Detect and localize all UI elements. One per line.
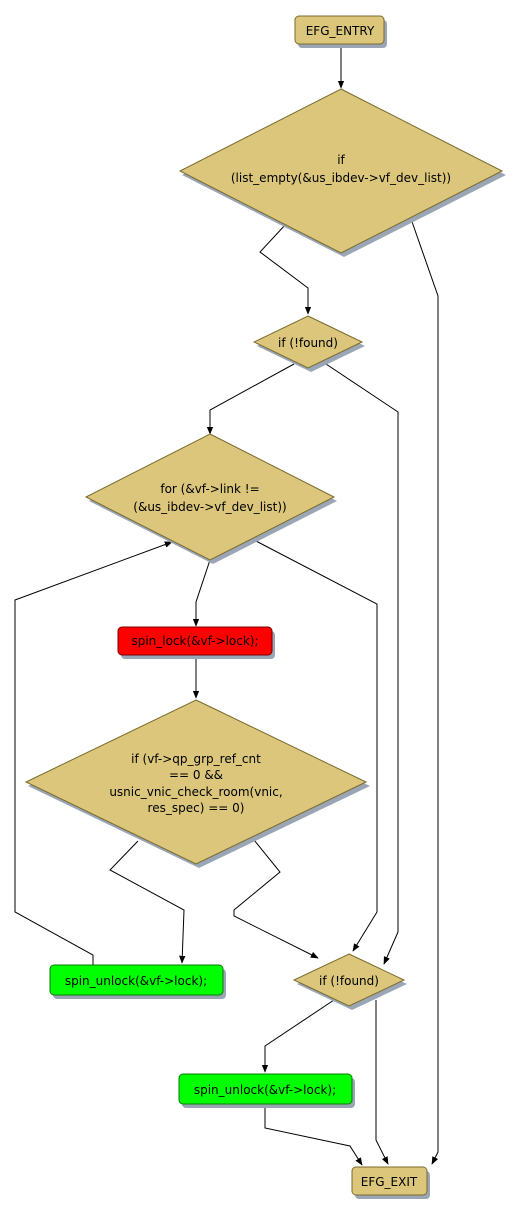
edge-for-to-spin-lock bbox=[192, 559, 211, 627]
ref-cnt-line-4: res_spec) == 0) bbox=[148, 801, 245, 815]
list-empty-line-2: (list_empty(&us_ibdev->vf_dev_list)) bbox=[231, 171, 451, 185]
entry-node: EFG_ENTRY bbox=[294, 15, 387, 48]
for-loop-line-1: for (&vf->link != bbox=[160, 482, 259, 496]
exit-label: EFG_EXIT bbox=[361, 1175, 418, 1189]
not-found-decision-2: if (!found) bbox=[292, 953, 407, 1010]
not-found-decision-1: if (!found) bbox=[252, 315, 365, 372]
spin-unlock-loop-node: spin_unlock(&vf->lock); bbox=[49, 964, 226, 999]
not-found-2-label: if (!found) bbox=[319, 974, 379, 988]
spin-unlock-exit-label: spin_unlock(&vf->lock); bbox=[194, 1083, 336, 1097]
edge-not-found-1-to-not-found-2 bbox=[322, 361, 399, 965]
edge-list-empty-true-to-exit bbox=[409, 215, 439, 1165]
not-found-1-label: if (!found) bbox=[278, 336, 338, 350]
for-loop-line-2: (&us_ibdev->vf_dev_list)) bbox=[133, 500, 286, 514]
list-empty-line-1: if bbox=[337, 153, 345, 167]
ref-cnt-decision: if (vf->qp_grp_ref_cnt == 0 && usnic_vni… bbox=[24, 699, 370, 868]
edge-not-found-2-to-exit bbox=[375, 1000, 389, 1165]
spin-unlock-exit-node: spin_unlock(&vf->lock); bbox=[178, 1073, 355, 1108]
edge-for-exit-to-not-found-2 bbox=[253, 539, 378, 952]
for-loop-decision: for (&vf->link != (&us_ibdev->vf_dev_lis… bbox=[84, 433, 337, 564]
edge-ref-cnt-false-to-spin-unlock-loop bbox=[109, 840, 186, 964]
spin-lock-label: spin_lock(&vf->lock); bbox=[131, 634, 258, 648]
edge-loop-back-to-for bbox=[14, 541, 173, 965]
exit-node: EFG_EXIT bbox=[351, 1166, 430, 1199]
ref-cnt-line-2: == 0 && bbox=[169, 768, 223, 782]
ref-cnt-line-1: if (vf->qp_grp_ref_cnt bbox=[131, 752, 261, 766]
edge-spin-unlock-exit-to-exit bbox=[264, 1104, 363, 1166]
edges bbox=[14, 46, 439, 1166]
edge-ref-cnt-true-to-not-found-2 bbox=[233, 839, 319, 959]
edge-list-empty-false-to-not-found-1 bbox=[259, 223, 312, 315]
list-empty-decision: if (list_empty(&us_ibdev->vf_dev_list)) bbox=[178, 88, 506, 257]
spin-lock-node: spin_lock(&vf->lock); bbox=[117, 626, 275, 659]
spin-unlock-loop-label: spin_unlock(&vf->lock); bbox=[65, 974, 207, 988]
entry-label: EFG_ENTRY bbox=[306, 24, 375, 38]
edge-not-found-2-to-spin-unlock-exit bbox=[261, 999, 335, 1073]
edge-not-found-1-to-for bbox=[206, 363, 295, 435]
ref-cnt-line-3: usnic_vnic_check_room(vnic, bbox=[109, 785, 282, 799]
